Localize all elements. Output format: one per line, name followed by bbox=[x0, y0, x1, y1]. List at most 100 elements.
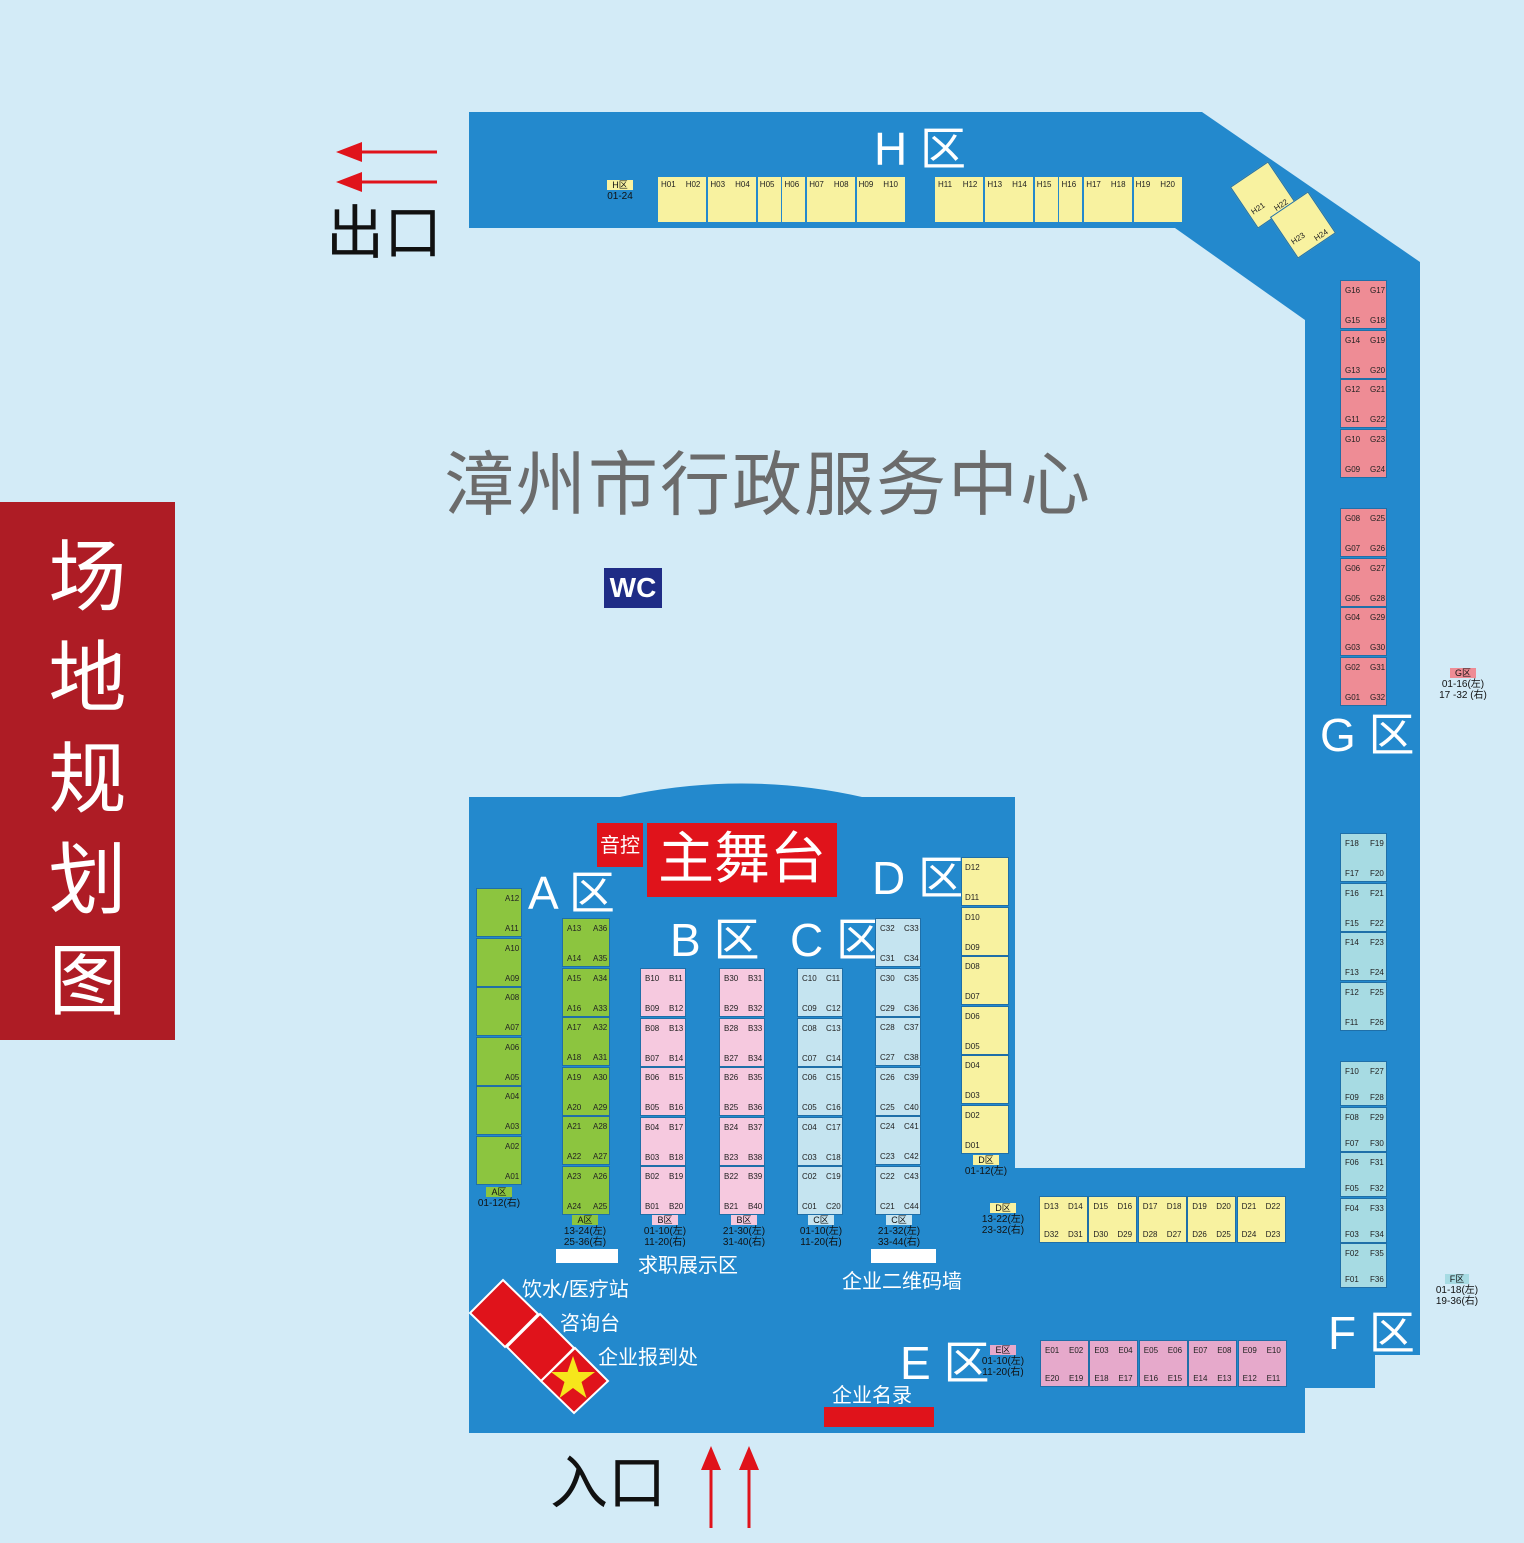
booth[interactable]: H16 bbox=[1058, 177, 1084, 222]
booth[interactable]: H15 bbox=[1033, 177, 1059, 222]
booth[interactable]: H14 bbox=[1009, 177, 1034, 222]
booth[interactable]: H19 bbox=[1132, 177, 1158, 222]
booth[interactable]: H03 bbox=[707, 177, 733, 222]
booth[interactable]: H02 bbox=[682, 177, 708, 222]
booth[interactable]: H07 bbox=[806, 177, 831, 222]
booth[interactable]: H18 bbox=[1107, 177, 1133, 222]
main-stage[interactable]: 主舞台 bbox=[647, 823, 837, 897]
booth[interactable]: H05 bbox=[756, 177, 782, 222]
booth[interactable]: H13 bbox=[984, 177, 1010, 222]
legend-line: 21-32(左) bbox=[877, 1226, 921, 1237]
booth[interactable]: H08 bbox=[830, 177, 856, 222]
booth-label: B17 bbox=[669, 1122, 684, 1132]
booth-label: G01 bbox=[1345, 692, 1361, 702]
wc-sign[interactable]: WC bbox=[604, 568, 662, 608]
booth-label: D27 bbox=[1166, 1230, 1182, 1239]
booth-label: D22 bbox=[1265, 1202, 1281, 1211]
booth[interactable]: H01 bbox=[658, 177, 683, 222]
booth[interactable]: H17 bbox=[1083, 177, 1108, 222]
sound-control[interactable]: 音控 bbox=[597, 823, 643, 867]
booth-label: F29 bbox=[1370, 1112, 1384, 1122]
entrance-arrows bbox=[701, 1446, 759, 1528]
booth-label: A27 bbox=[593, 1152, 608, 1162]
booth[interactable]: H11 bbox=[935, 177, 960, 222]
booth-label: B05 bbox=[645, 1103, 660, 1113]
booth[interactable]: H09 bbox=[855, 177, 881, 222]
booth[interactable]: H12 bbox=[959, 177, 985, 222]
booth[interactable]: H10 bbox=[880, 177, 905, 222]
booth-label: F35 bbox=[1370, 1249, 1384, 1258]
booth[interactable]: H06 bbox=[781, 177, 807, 222]
booth-label: C17 bbox=[826, 1122, 841, 1132]
booth[interactable]: H04 bbox=[732, 177, 757, 222]
booth[interactable]: H20 bbox=[1157, 177, 1182, 222]
